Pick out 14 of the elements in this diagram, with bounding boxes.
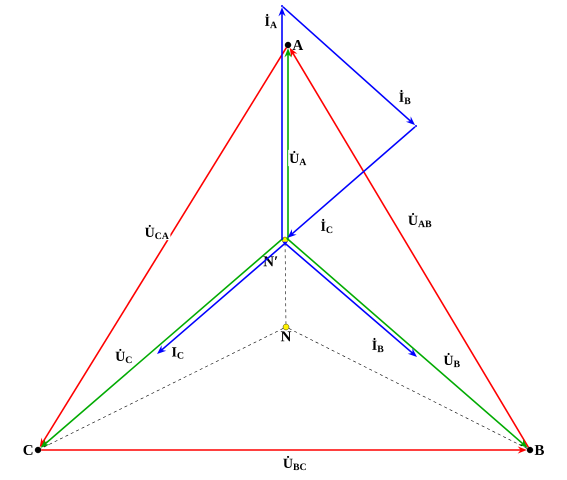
edge-label: U̇$_{CA}$ xyxy=(144,224,170,240)
edge-label: U̇$_{BC}$ xyxy=(282,454,308,472)
dashed-line xyxy=(284,242,286,324)
edge-label: İ$_{A}$ xyxy=(264,12,279,30)
edge-label: U̇$_{B}$ xyxy=(442,352,462,368)
edge-label: U̇$_{C}$ xyxy=(114,348,134,364)
edge-label: İ$_{C}$ xyxy=(320,218,335,234)
edge-label: U̇$_{AB}$ xyxy=(406,212,434,228)
edge-label: U̇$_{A}$ xyxy=(288,150,308,166)
edge-label: İ$_{B}$ xyxy=(370,336,386,354)
dashed-line xyxy=(40,328,284,449)
edge-label: İ$_{B}$ xyxy=(398,88,412,106)
edge-label: I$_{C}$ xyxy=(170,346,186,360)
dashed-line xyxy=(288,328,528,449)
